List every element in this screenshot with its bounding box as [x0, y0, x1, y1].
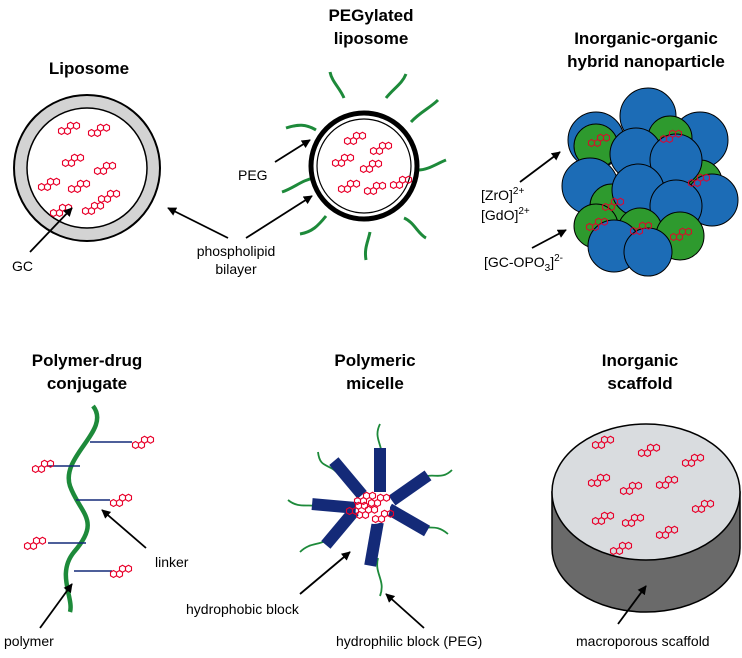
liposome-panel: Liposome GC	[12, 59, 161, 274]
hydrophobic-blocks	[311, 448, 432, 567]
bilayer-arrow-right	[245, 195, 313, 239]
liposome-core	[26, 107, 148, 229]
hybrid-title-line2: hybrid nanoparticle	[567, 52, 725, 71]
hybrid-cluster	[561, 87, 739, 277]
inorganic-scaffold-panel: Inorganic scaffold macroporous scaffold	[551, 351, 741, 649]
bilayer-label-line1: phospholipid	[197, 243, 276, 259]
polymer-drug-conjugate-panel: Polymer-drug conjugate linker polymer	[4, 351, 189, 649]
linker-arrow	[101, 509, 147, 549]
peg-arrow	[274, 139, 311, 163]
bilayer-label-line2: bilayer	[215, 261, 257, 277]
hydrophilic-arrow	[385, 593, 425, 629]
linker-label: linker	[155, 554, 189, 570]
scaffold-top	[551, 423, 741, 561]
pegylated-title-line1: PEGylated	[328, 6, 413, 25]
hydrophobic-arrow	[299, 551, 351, 595]
micelle-drugs	[345, 491, 395, 524]
hydrophobic-label: hydrophobic block	[186, 601, 300, 617]
pegylated-title-line2: liposome	[334, 29, 409, 48]
scaffold-arrow	[617, 585, 647, 625]
bilayer-arrow-left	[167, 207, 229, 239]
gc-label: GC	[12, 258, 33, 274]
conjugate-drugs	[23, 435, 155, 579]
gdo-label: [GdO]2+	[481, 206, 530, 223]
liposome-title: Liposome	[49, 59, 129, 78]
polymer-label: polymer	[4, 633, 54, 649]
gc-opo3-label: [GC-OPO3]2-	[484, 253, 563, 274]
hybrid-title-line1: Inorganic-organic	[574, 29, 718, 48]
zro-label: [ZrO]2+	[481, 186, 524, 203]
gc-opo3-arrow	[531, 229, 567, 249]
scaffold-title-line2: scaffold	[607, 374, 672, 393]
polymeric-micelle-panel: Polymeric micelle hydrophobic b	[186, 351, 482, 649]
polymer-arrow	[39, 583, 73, 629]
pegylated-liposome-panel: PEGylated liposome PEG phospholipid bila…	[167, 6, 447, 277]
peg-label: PEG	[238, 167, 268, 183]
scaffold-label: macroporous scaffold	[576, 633, 710, 649]
micelle-title-line2: micelle	[346, 374, 404, 393]
hydrophilic-label: hydrophilic block (PEG)	[336, 633, 482, 649]
polymer-backbone	[63, 404, 100, 613]
conjugate-title-line2: conjugate	[47, 374, 127, 393]
zro-arrow	[519, 151, 561, 183]
micelle-title-line1: Polymeric	[334, 351, 415, 370]
hybrid-nanoparticle-panel: Inorganic-organic hybrid nanoparticle	[481, 29, 739, 277]
gc-arrow	[29, 207, 73, 253]
scaffold-title-line1: Inorganic	[602, 351, 679, 370]
conjugate-title-line1: Polymer-drug	[32, 351, 143, 370]
